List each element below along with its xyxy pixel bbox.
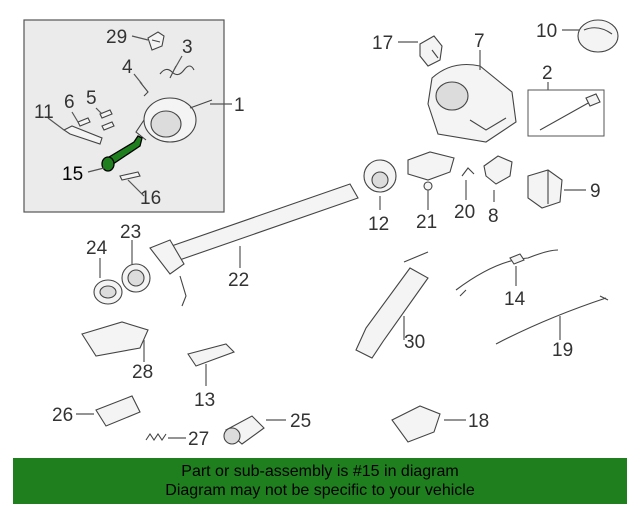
- label-15-highlighted: 15: [62, 164, 83, 185]
- caption-line-1: Part or sub-assembly is #15 in diagram: [181, 463, 459, 480]
- label-3: 3: [182, 37, 193, 58]
- caption-line-2: Diagram may not be specific to your vehi…: [165, 482, 475, 499]
- part-22-shaft: [149, 183, 359, 307]
- leader-5: [95, 107, 103, 115]
- label-4: 4: [122, 57, 133, 78]
- label-12: 12: [368, 214, 389, 235]
- leader-16: [127, 179, 145, 197]
- leader-4: [133, 73, 143, 85]
- part-13-plate: [187, 343, 235, 367]
- label-21: 21: [416, 212, 437, 233]
- part-16-key: [119, 171, 141, 181]
- label-9: 9: [590, 181, 601, 202]
- part-2-bolt: [527, 89, 605, 137]
- part-15-highlighted: [101, 135, 143, 172]
- caption-banner: Part or sub-assembly is #15 in diagram D…: [13, 458, 627, 504]
- part-27-spring: [145, 433, 167, 441]
- label-5: 5: [86, 88, 97, 109]
- part-19-cable: [495, 295, 609, 345]
- leader-15: [87, 167, 105, 173]
- label-29: 29: [106, 27, 127, 48]
- part-18-bracket: [391, 405, 441, 443]
- leader-3: [173, 55, 183, 71]
- label-25: 25: [290, 411, 311, 432]
- part-8-bracket: [483, 155, 513, 185]
- leader-6: [71, 111, 79, 123]
- lock-housing: [135, 97, 213, 143]
- part-10-cover: [577, 19, 619, 53]
- label-13: 13: [194, 390, 215, 411]
- leader-11: [47, 117, 65, 131]
- part-26-cover: [95, 395, 141, 427]
- label-10: 10: [536, 21, 557, 42]
- part-4-pin: [139, 81, 149, 97]
- label-1: 1: [234, 95, 245, 116]
- part-30-shaft: [355, 251, 429, 359]
- part-20-pin: [461, 167, 475, 177]
- label-11: 11: [34, 102, 54, 123]
- label-20: 20: [454, 202, 475, 223]
- part-21-switch: [407, 151, 455, 191]
- label-22: 22: [228, 270, 249, 291]
- label-23: 23: [120, 222, 141, 243]
- part-9-module: [527, 169, 563, 209]
- part-7-housing: [427, 63, 517, 143]
- part-11-lever: [62, 125, 103, 145]
- part-6-screw: [77, 117, 91, 127]
- part-24-ring: [93, 279, 123, 305]
- label-2: 2: [542, 63, 553, 84]
- label-27: 27: [188, 429, 209, 450]
- label-16: 16: [140, 188, 161, 209]
- label-24: 24: [86, 238, 108, 259]
- label-6: 6: [64, 92, 75, 113]
- label-28: 28: [132, 362, 153, 383]
- part-17-sensor: [419, 35, 443, 67]
- label-8: 8: [488, 206, 499, 227]
- part-25-bearing: [223, 415, 265, 445]
- label-17: 17: [372, 33, 393, 54]
- label-19: 19: [552, 340, 573, 361]
- label-18: 18: [468, 411, 489, 432]
- label-26: 26: [52, 405, 73, 426]
- part-29-clip: [147, 31, 165, 51]
- label-30: 30: [404, 332, 425, 353]
- label-7: 7: [474, 31, 485, 52]
- part-23-ring: [121, 263, 151, 293]
- part-14-cable: [455, 249, 559, 297]
- leader-29: [131, 35, 149, 41]
- part-12-bearing: [363, 159, 397, 193]
- label-14: 14: [504, 289, 526, 310]
- parts-diagram: 1 2 3 4 5 6 7 8 9 10 11 12 13 14 15 16 1…: [23, 19, 619, 450]
- part-28-bracket: [81, 321, 149, 357]
- part-5-screw: [99, 109, 115, 131]
